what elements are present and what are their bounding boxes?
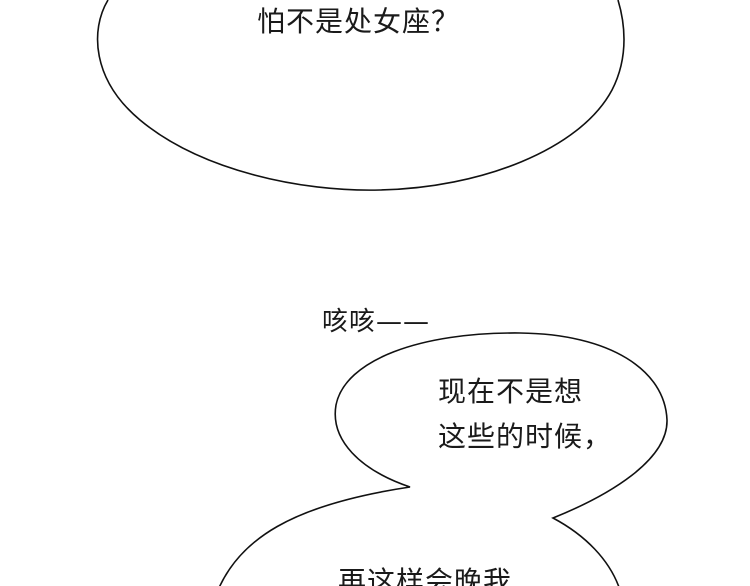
speech-text-top: 怕不是处女座？ — [257, 5, 461, 38]
speech-line-3-cropped: 再这样会晚我 — [338, 565, 513, 586]
speech-bubble-bottom — [219, 332, 668, 586]
speech-line-2: 这些的时候， — [438, 420, 613, 453]
aside-text: 咳咳—— — [322, 307, 431, 337]
speech-line-1: 现在不是想 — [438, 375, 584, 408]
speech-bubble-top — [96, 0, 625, 191]
